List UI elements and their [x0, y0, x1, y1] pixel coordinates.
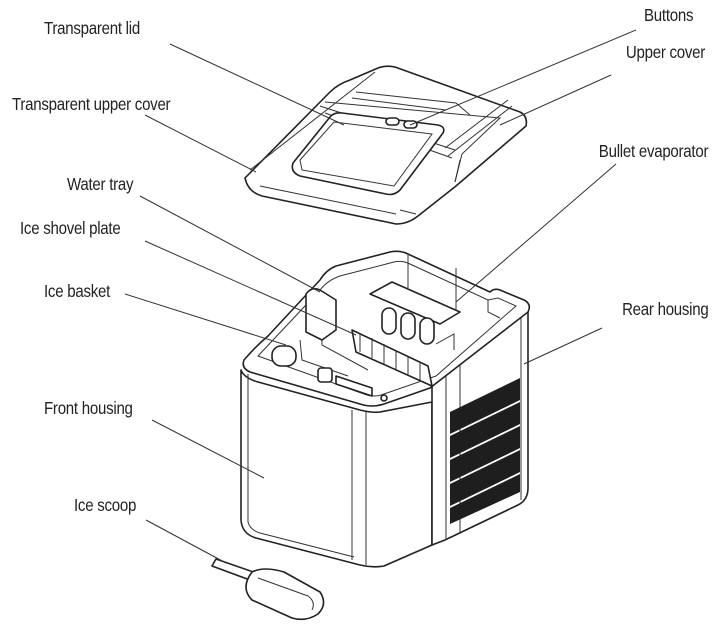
- interior-drawing: [271, 254, 501, 402]
- label-bullet-evaporator: Bullet evaporator: [598, 141, 709, 161]
- label-transparent-lid: Transparent lid: [44, 18, 140, 38]
- label-rear-housing: Rear housing: [621, 299, 709, 319]
- label-water-tray: Water tray: [67, 174, 134, 194]
- label-front-housing: Front housing: [44, 398, 133, 418]
- ice-scoop-drawing: [211, 558, 325, 621]
- label-buttons: Buttons: [643, 5, 693, 25]
- label-ice-shovel-plate: Ice shovel plate: [20, 218, 121, 238]
- label-upper-cover: Upper cover: [625, 42, 705, 62]
- vent-grill: [450, 378, 520, 524]
- label-ice-scoop: Ice scoop: [74, 495, 137, 515]
- label-transparent-upper-cover: Transparent upper cover: [12, 94, 171, 114]
- front-housing-drawing: [240, 369, 433, 568]
- transparent-lid-drawing: [291, 91, 471, 196]
- leader-lines: [124, 29, 637, 564]
- label-ice-basket: Ice basket: [44, 281, 111, 301]
